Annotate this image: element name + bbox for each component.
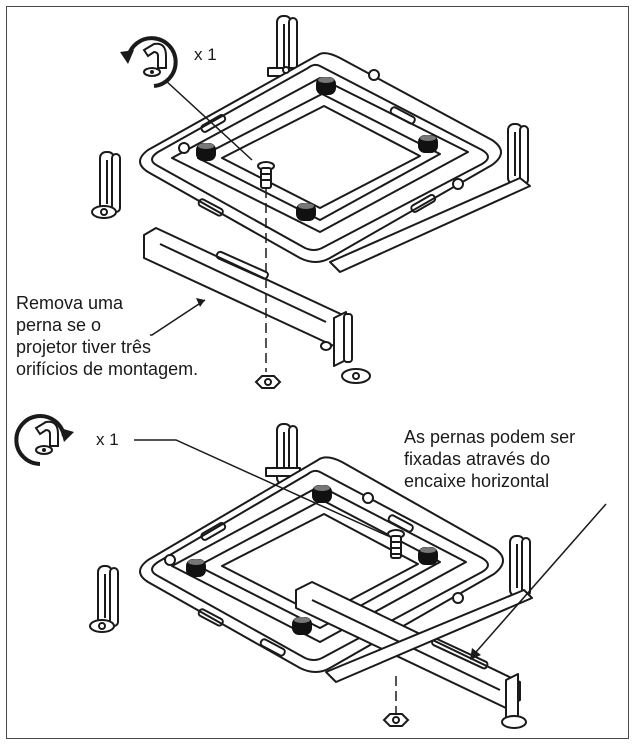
- rotate-cw-icon: [14, 414, 74, 466]
- post-right: [507, 123, 529, 185]
- post-left: [91, 151, 121, 219]
- top-screw: [257, 161, 275, 372]
- frame-plate: [221, 105, 421, 209]
- note-line: As pernas podem ser: [404, 427, 576, 447]
- note-line: encaixe horizontal: [404, 471, 550, 491]
- bottom-screw: [387, 529, 405, 718]
- note-line: fixadas através do: [404, 449, 551, 469]
- quantity-label-top: x 1: [194, 45, 217, 64]
- rotate-ccw-icon: [120, 36, 178, 88]
- frame-rail-1: [151, 63, 489, 251]
- leg-right-2: [325, 589, 533, 683]
- quantity-label-bottom: x 1: [96, 430, 119, 449]
- note-line: orifícios de montagem.: [16, 359, 199, 379]
- remove-leg-note: Remova uma perna se o projetor tiver trê…: [16, 292, 198, 380]
- post-left-2: [89, 565, 119, 633]
- frame-outer-2: [139, 456, 504, 673]
- horizontal-slot-note: As pernas podem ser fixadas através do e…: [404, 426, 575, 492]
- note-line: perna se o: [16, 315, 102, 335]
- top-nut: [254, 375, 282, 389]
- post-right-2: [509, 535, 531, 597]
- note-line: Remova uma: [16, 293, 124, 313]
- bottom-nut: [382, 713, 410, 727]
- bottom-assembly: [89, 423, 533, 729]
- note-line: projetor tiver três: [16, 337, 152, 357]
- frame-inner: [197, 93, 441, 221]
- frame-rail-3: [151, 469, 489, 661]
- leg-right: [329, 177, 531, 273]
- diagram-frame: [6, 6, 629, 739]
- top-assembly: [91, 15, 531, 384]
